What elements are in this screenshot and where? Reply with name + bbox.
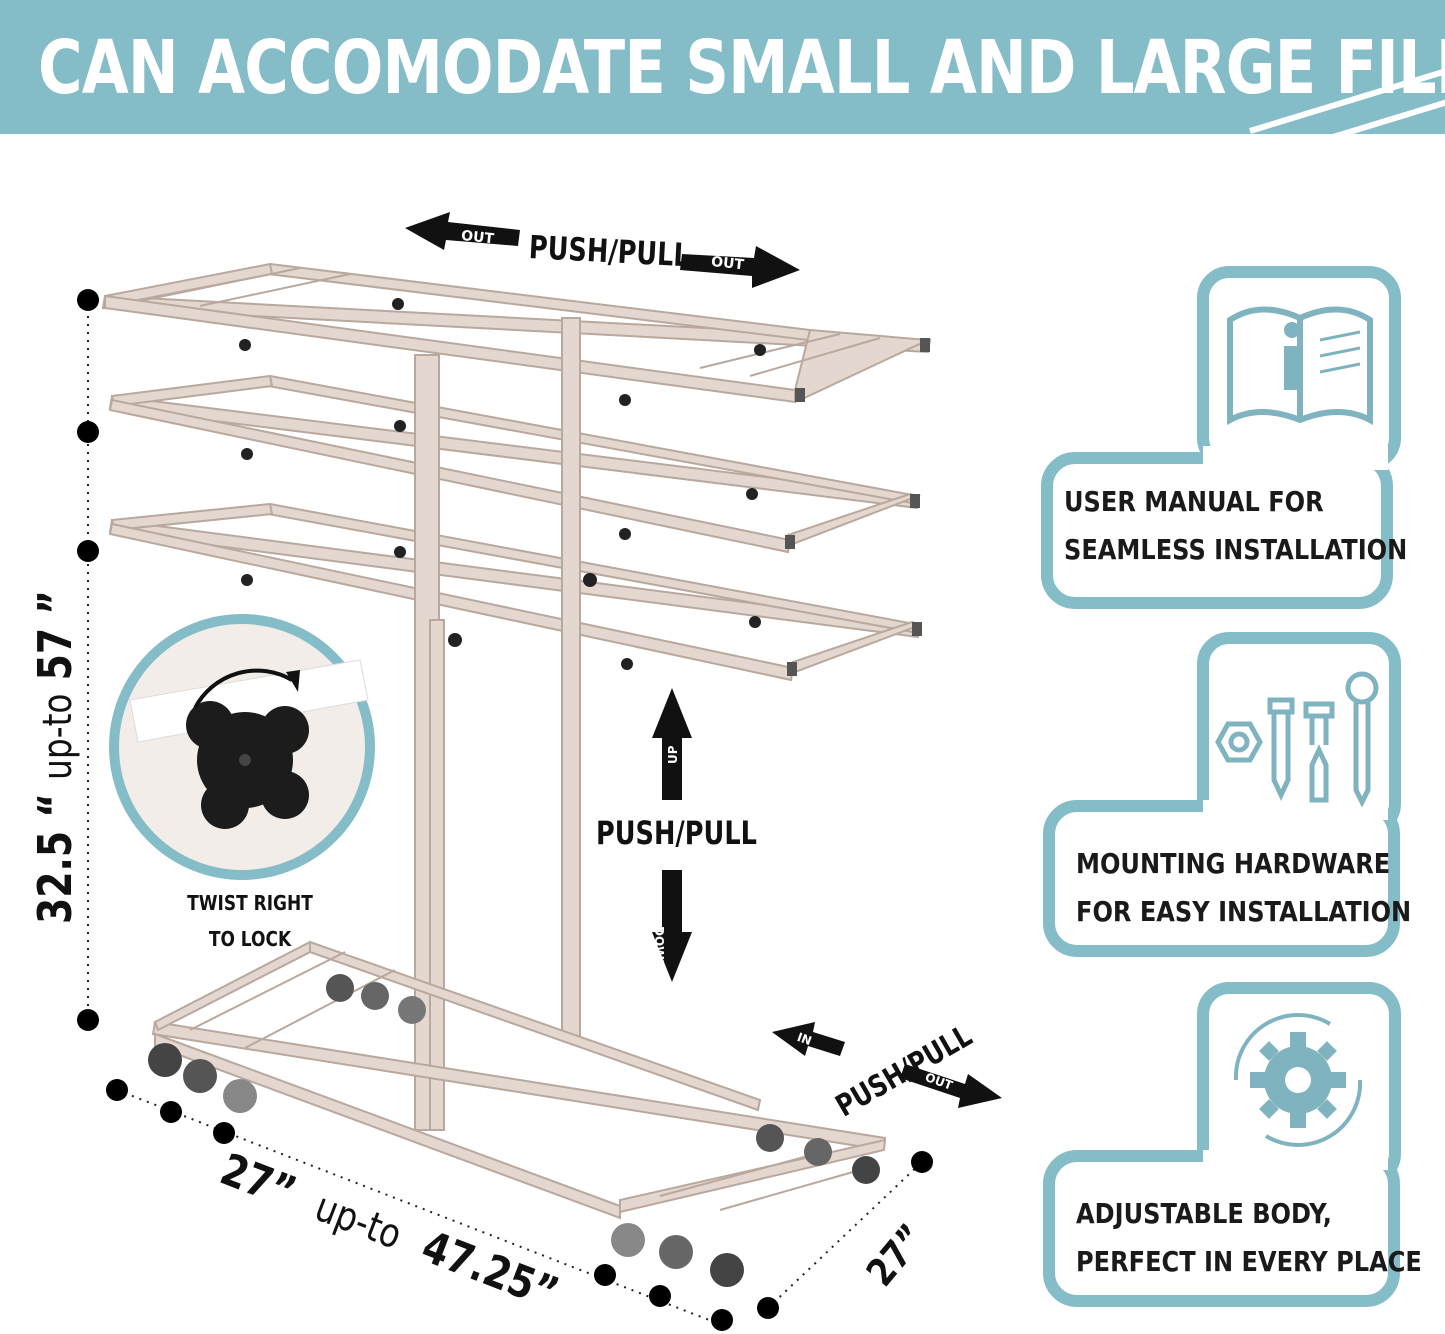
knob-caption: TWIST RIGHT TO LOCK [160,885,340,957]
feature-adjustable-line2: PERFECT IN EVERY PLACE [1076,1245,1422,1278]
shelf-knobs [239,298,766,670]
knob-caption-line1: TWIST RIGHT [187,891,313,915]
caster-wheels [148,974,880,1287]
top-push-pull-arrow [405,212,800,288]
down-label: DOWN [652,926,666,970]
out-left-label: OUT [460,228,495,248]
height-max: 57 ” [28,589,82,681]
height-dimension-label: 32.5 “ up-to 57 ” [28,590,82,924]
feature-adjustable-line1: ADJUSTABLE BODY, [1076,1197,1332,1230]
feature-hardware-line1: MOUNTING HARDWARE [1076,847,1391,880]
product-illustration: PUSH/PULL OUT OUT PUSH/PULL UP DOWN PUSH… [0,134,1445,1334]
feature-adjustable-text: ADJUSTABLE BODY, PERFECT IN EVERY PLACE [1076,1190,1422,1286]
rack-shelves [101,262,932,682]
length-dimension-line [106,1079,733,1331]
banner-title: CAN ACCOMODATE SMALL AND LARGE FILES [38,25,1445,111]
out-right-label: OUT [710,254,745,274]
knob-detail-callout [109,614,375,880]
feature-tiles [1041,266,1401,1307]
feature-manual-line1: USER MANUAL FOR [1064,485,1324,518]
rack-drawing [77,212,1401,1331]
header-banner: CAN ACCOMODATE SMALL AND LARGE FILES [0,0,1445,134]
rack-base [151,940,887,1220]
knob-icon [186,701,309,829]
height-dimension-line [77,289,99,1031]
width-dimension-line [757,1151,933,1319]
hardware-icon [1215,671,1379,808]
up-label: UP [666,745,680,764]
knob-caption-line2: TO LOCK [208,927,292,951]
vertical-push-pull-label: PUSH/PULL [596,814,757,852]
height-min: 32.5 “ [28,793,82,924]
feature-manual-line2: SEAMLESS INSTALLATION [1064,533,1408,566]
vertical-push-pull-arrow [652,688,692,982]
feature-hardware-line2: FOR EASY INSTALLATION [1076,895,1412,928]
base-push-pull-arrow [772,1022,1002,1108]
feature-manual-text: USER MANUAL FOR SEAMLESS INSTALLATION [1064,478,1407,574]
height-sep: up-to [35,693,81,780]
manual-icon [1227,306,1373,425]
rotate-arrow-icon [193,668,294,709]
gear-cycle-icon [1233,1013,1363,1147]
feature-hardware-text: MOUNTING HARDWARE FOR EASY INSTALLATION [1076,840,1411,936]
